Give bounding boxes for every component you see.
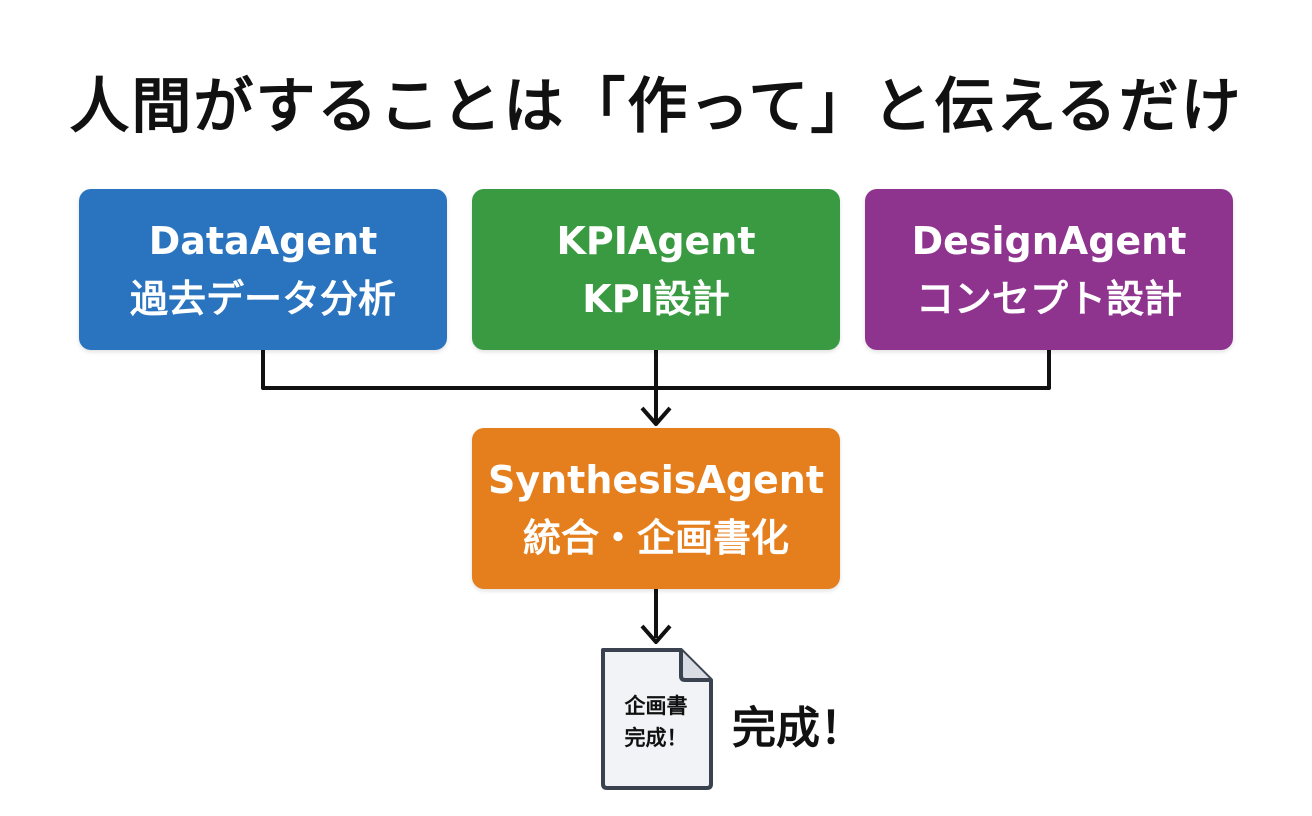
arrowhead-document: [640, 624, 672, 644]
arrowhead-synthesis: [640, 406, 672, 426]
document-text: 企画書 完成！: [597, 690, 715, 754]
kpi-agent-name: KPIAgent: [556, 218, 756, 263]
design-agent-name: DesignAgent: [911, 218, 1187, 263]
data-agent-task: 過去データ分析: [129, 276, 396, 321]
connector-design: [656, 350, 1051, 390]
kpi-agent-box: KPIAgent KPI設計: [472, 189, 840, 350]
data-agent-name: DataAgent: [148, 218, 378, 263]
synthesis-agent-task: 統合・企画書化: [522, 515, 789, 560]
synthesis-agent-name: SynthesisAgent: [487, 457, 825, 502]
document-icon: [601, 648, 713, 790]
synthesis-agent-box: SynthesisAgent 統合・企画書化: [472, 428, 840, 589]
data-agent-box: DataAgent 過去データ分析: [79, 189, 447, 350]
design-agent-box: DesignAgent コンセプト設計: [865, 189, 1233, 350]
page-title: 人間がすることは「作って」と伝えるだけ: [69, 72, 1243, 142]
kpi-agent-task: KPI設計: [582, 276, 730, 321]
document-line-1: 企画書: [624, 694, 688, 718]
design-agent-task: コンセプト設計: [915, 276, 1182, 321]
document-line-2: 完成！: [624, 726, 688, 750]
connector-data: [261, 350, 656, 390]
result-label: 完成！: [732, 703, 864, 754]
